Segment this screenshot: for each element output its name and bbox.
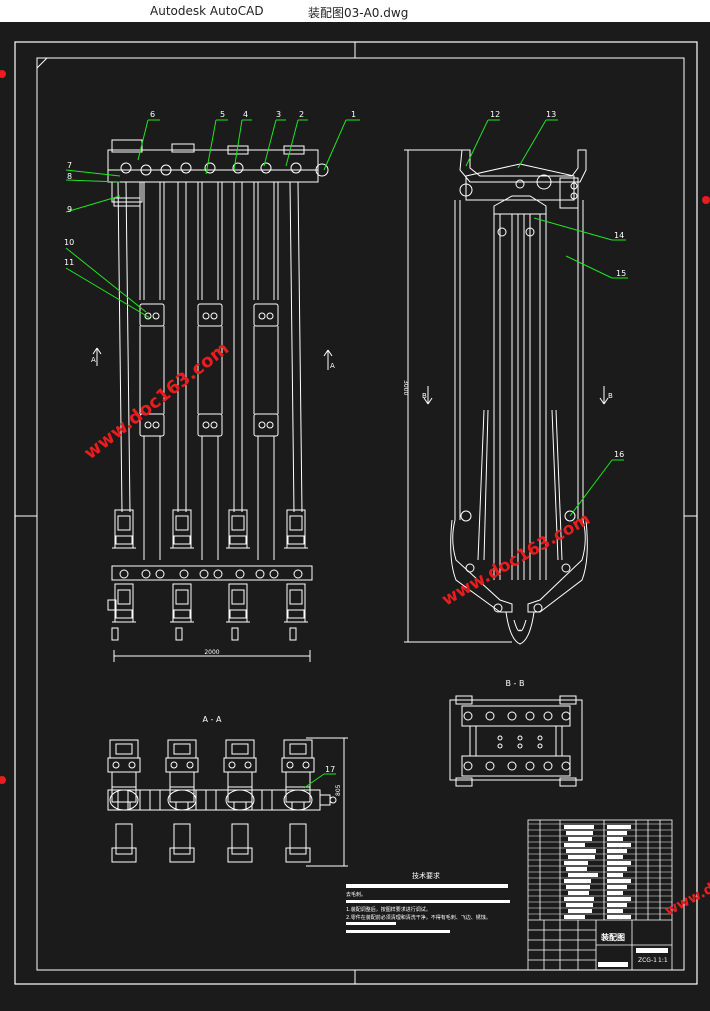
svg-text:2: 2: [299, 110, 304, 119]
parts-list-cell-text: [607, 867, 627, 871]
parts-list-cell-text: [564, 897, 594, 901]
svg-text:14: 14: [614, 231, 624, 240]
parts-list-cell-text: [607, 897, 631, 901]
svg-text:4: 4: [243, 110, 248, 119]
parts-list-cell-text: [568, 855, 595, 859]
section-bb-title: B - B: [506, 679, 525, 688]
view-label-b-right: B: [608, 392, 613, 400]
section-aa-title: A - A: [203, 715, 222, 724]
svg-text:6: 6: [150, 110, 155, 119]
parts-list-cell-text: [566, 867, 587, 871]
svg-text:12: 12: [490, 110, 500, 119]
section-aa-view: [107, 737, 348, 867]
svg-text:11: 11: [64, 258, 74, 267]
parts-list-cell-text: [607, 885, 627, 889]
parts-list-cell-text: [607, 903, 627, 907]
parts-list-cell-text: [607, 891, 623, 895]
svg-text:10: 10: [64, 238, 74, 247]
parts-list-cell-text: [564, 879, 591, 883]
cad-drawing: 2000 A A 1 2 3 4 5 6 7 8 9 10 11: [0, 41, 710, 985]
tech-requirements: 技术要求 去毛刺。 1.装配调整后，按图样要求进行调试。 2.零件在装配前必须清…: [346, 871, 510, 933]
parts-list-cell-text: [607, 873, 623, 877]
parts-list-cell-text: [564, 843, 585, 847]
parts-list-cell-text: [566, 903, 593, 907]
svg-text:www.doc163.com: www.doc163.com: [439, 509, 594, 610]
aa-leader: [303, 773, 336, 789]
parts-list-cell-text: [607, 861, 631, 865]
parts-list-cell-text: [568, 837, 592, 841]
side-view: [404, 149, 609, 645]
section-bb-view: [449, 695, 583, 787]
parts-list-cell-text: [568, 891, 589, 895]
front-part-numbers: 1 2 3 4 5 6 7 8 9 10 11: [64, 110, 356, 267]
view-label-b-left: B: [422, 392, 427, 400]
parts-list-cell-text: [568, 909, 592, 913]
title-bar: Autodesk AutoCAD 装配图03-A0.dwg: [0, 0, 710, 22]
parts-list-cell-text: [607, 849, 627, 853]
svg-text:2.零件在装配前必须清理和清洗干净，不得有毛刺、飞边、锈蚀。: 2.零件在装配前必须清理和清洗干净，不得有毛刺、飞边、锈蚀。: [346, 914, 491, 921]
view-arrow-a: [92, 347, 333, 370]
app-title: Autodesk AutoCAD: [150, 4, 264, 18]
front-leaders: [65, 119, 360, 319]
title-scale: 1:1: [658, 957, 668, 964]
parts-list-cell-text: [607, 855, 623, 859]
view-label-a-right: A: [330, 362, 335, 370]
document-tab-title[interactable]: 装配图03-A0.dwg: [308, 6, 409, 20]
svg-text:www.doc163.com: www.doc163.com: [662, 841, 710, 920]
title-drawing-name: 装配图: [600, 932, 625, 942]
side-leaders: [465, 119, 628, 517]
dim-front-width: 2000: [204, 649, 219, 656]
dim-side-height: 3000: [402, 380, 409, 395]
svg-text:16: 16: [614, 450, 624, 459]
parts-list-cell-text: [566, 849, 596, 853]
svg-text:1.装配调整后，按图样要求进行调试。: 1.装配调整后，按图样要求进行调试。: [346, 906, 431, 913]
svg-text:1: 1: [351, 110, 356, 119]
parts-list-cell-text: [568, 873, 598, 877]
svg-text:3: 3: [276, 110, 281, 119]
parts-list-cell-text: [607, 909, 623, 913]
drawing-canvas[interactable]: 2000 A A 1 2 3 4 5 6 7 8 9 10 11: [0, 22, 710, 1007]
title-block: [527, 819, 673, 971]
view-label-a-left: A: [91, 356, 96, 364]
parts-list-cell-text: [607, 831, 627, 835]
parts-list-rows: [528, 823, 672, 919]
title-org-bar: [636, 948, 668, 953]
svg-text:7: 7: [67, 161, 72, 170]
parts-list-cell-text: [607, 915, 631, 919]
sheet-border: [14, 41, 698, 985]
svg-text:www.doc163.com: www.doc163.com: [80, 338, 233, 464]
svg-text:5: 5: [220, 110, 225, 119]
front-view: [107, 139, 329, 662]
title-drawing-code: ZCG-1: [638, 957, 657, 964]
title-material-bar: [598, 962, 628, 967]
parts-list-cell-text: [607, 879, 631, 883]
svg-text:技术要求: 技术要求: [412, 871, 440, 880]
parts-list-cell-text: [566, 885, 590, 889]
side-part-numbers: 12 13 14 15 16: [490, 110, 626, 459]
edge-watermark-fragments: [0, 70, 710, 784]
parts-list-cell-text: [607, 825, 631, 829]
svg-text:去毛刺。: 去毛刺。: [346, 891, 366, 898]
svg-text:13: 13: [546, 110, 556, 119]
parts-list-cell-text: [607, 843, 631, 847]
parts-list-cell-text: [564, 861, 588, 865]
parts-list-cell-text: [566, 831, 593, 835]
dim-aa-height: 805: [335, 784, 342, 796]
svg-text:15: 15: [616, 269, 626, 278]
svg-text:8: 8: [67, 172, 72, 181]
parts-list-cell-text: [607, 837, 623, 841]
svg-text:9: 9: [67, 205, 72, 214]
parts-list-cell-text: [564, 825, 594, 829]
parts-list-cell-text: [564, 915, 585, 919]
part-number-17: 17: [325, 765, 335, 774]
